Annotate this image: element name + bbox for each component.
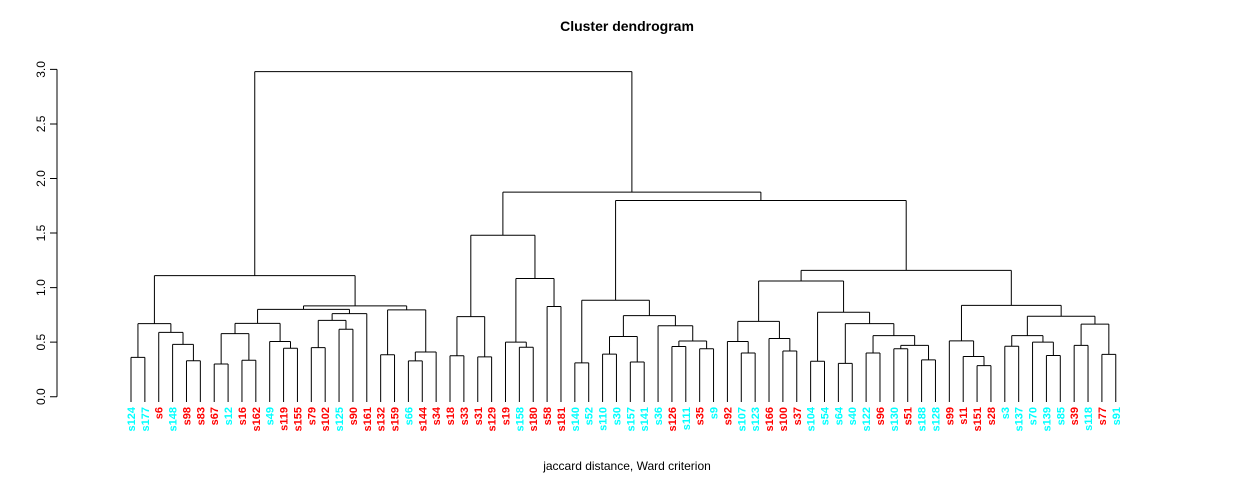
- leaf-label-s51: s51: [903, 407, 915, 425]
- leaf-label-s40: s40: [847, 407, 859, 425]
- leaf-label-s151: s151: [972, 407, 984, 431]
- leaf-label-s98: s98: [181, 407, 193, 425]
- leaf-label-s18: s18: [445, 407, 457, 425]
- leaf-label-s3: s3: [1000, 407, 1012, 419]
- leaf-label-s67: s67: [209, 407, 221, 425]
- leaf-label-s124: s124: [126, 406, 138, 431]
- leaf-label-s177: s177: [140, 407, 152, 431]
- leaf-label-s91: s91: [1111, 407, 1123, 425]
- leaf-label-s122: s122: [861, 407, 873, 431]
- y-tick-label: 2.5: [34, 115, 48, 132]
- leaf-label-s19: s19: [500, 407, 512, 425]
- leaf-label-s28: s28: [986, 407, 998, 425]
- leaf-label-s70: s70: [1028, 407, 1040, 425]
- leaf-label-s33: s33: [459, 407, 471, 425]
- y-tick-label: 3.0: [34, 61, 48, 78]
- leaf-label-s99: s99: [944, 407, 956, 425]
- leaf-label-s12: s12: [223, 407, 235, 425]
- leaf-label-s52: s52: [584, 407, 596, 425]
- leaf-label-s110: s110: [598, 407, 610, 431]
- leaf-label-s36: s36: [653, 407, 665, 425]
- leaf-label-s137: s137: [1014, 407, 1026, 431]
- leaf-label-s180: s180: [528, 407, 540, 431]
- leaf-label-s66: s66: [403, 407, 415, 425]
- leaf-label-s104: s104: [806, 406, 818, 431]
- leaf-label-s188: s188: [917, 407, 929, 431]
- leaf-label-s9: s9: [709, 407, 721, 419]
- leaf-label-s6: s6: [154, 407, 166, 419]
- leaf-label-s64: s64: [833, 406, 845, 425]
- leaf-label-s83: s83: [195, 407, 207, 425]
- leaf-label-s119: s119: [279, 407, 291, 431]
- y-tick-label: 2.0: [34, 170, 48, 187]
- leaf-label-s58: s58: [542, 407, 554, 425]
- leaf-label-s166: s166: [764, 407, 776, 431]
- leaf-label-s107: s107: [736, 407, 748, 431]
- leaf-label-s100: s100: [778, 407, 790, 431]
- leaf-label-s144: s144: [417, 406, 429, 431]
- chart-caption: jaccard distance, Ward criterion: [543, 459, 711, 473]
- leaf-label-s35: s35: [695, 407, 707, 425]
- leaf-label-s34: s34: [431, 406, 443, 425]
- y-axis: [50, 68, 58, 398]
- leaf-label-s11: s11: [958, 407, 970, 425]
- leaf-label-s162: s162: [251, 407, 263, 431]
- leaf-label-s79: s79: [306, 407, 318, 425]
- leaf-label-s128: s128: [930, 407, 942, 431]
- leaf-label-s148: s148: [168, 407, 180, 431]
- leaf-label-s159: s159: [390, 407, 402, 431]
- leaf-label-s157: s157: [625, 407, 637, 431]
- leaf-label-s130: s130: [889, 407, 901, 431]
- leaf-label-s139: s139: [1041, 407, 1053, 431]
- chart-title: Cluster dendrogram: [560, 18, 694, 34]
- leaf-label-s140: s140: [570, 407, 582, 431]
- leaf-label-s37: s37: [792, 407, 804, 425]
- leaf-label-s141: s141: [639, 407, 651, 431]
- leaf-label-s129: s129: [487, 407, 499, 431]
- y-tick-label: 1.0: [34, 279, 48, 296]
- leaf-label-s126: s126: [667, 407, 679, 431]
- leaf-label-s90: s90: [348, 407, 360, 425]
- leaf-label-s39: s39: [1069, 407, 1081, 425]
- leaf-label-s96: s96: [875, 407, 887, 425]
- leaf-label-s111: s111: [681, 407, 693, 430]
- y-tick-label: 0.0: [34, 388, 48, 405]
- leaf-label-s77: s77: [1097, 407, 1109, 425]
- leaf-label-s118: s118: [1083, 407, 1095, 431]
- leaf-label-s31: s31: [473, 407, 485, 425]
- leaf-label-s16: s16: [237, 407, 249, 425]
- leaf-label-s49: s49: [265, 407, 277, 425]
- leaf-label-s30: s30: [611, 407, 623, 425]
- y-tick-label: 0.5: [34, 333, 48, 350]
- leaf-label-s54: s54: [820, 406, 832, 425]
- leaf-label-s102: s102: [320, 407, 332, 431]
- leaf-label-s181: s181: [556, 407, 568, 431]
- leaf-label-s92: s92: [722, 407, 734, 425]
- dendrogram-tree-lines: [130, 71, 1117, 402]
- y-tick-label: 1.5: [34, 224, 48, 241]
- leaf-label-s155: s155: [292, 407, 304, 431]
- leaf-label-s123: s123: [750, 407, 762, 431]
- leaf-label-s85: s85: [1055, 407, 1067, 425]
- leaf-label-s132: s132: [376, 407, 388, 431]
- leaf-label-s125: s125: [334, 407, 346, 431]
- leaf-label-s161: s161: [362, 407, 374, 431]
- leaf-label-s158: s158: [514, 407, 526, 431]
